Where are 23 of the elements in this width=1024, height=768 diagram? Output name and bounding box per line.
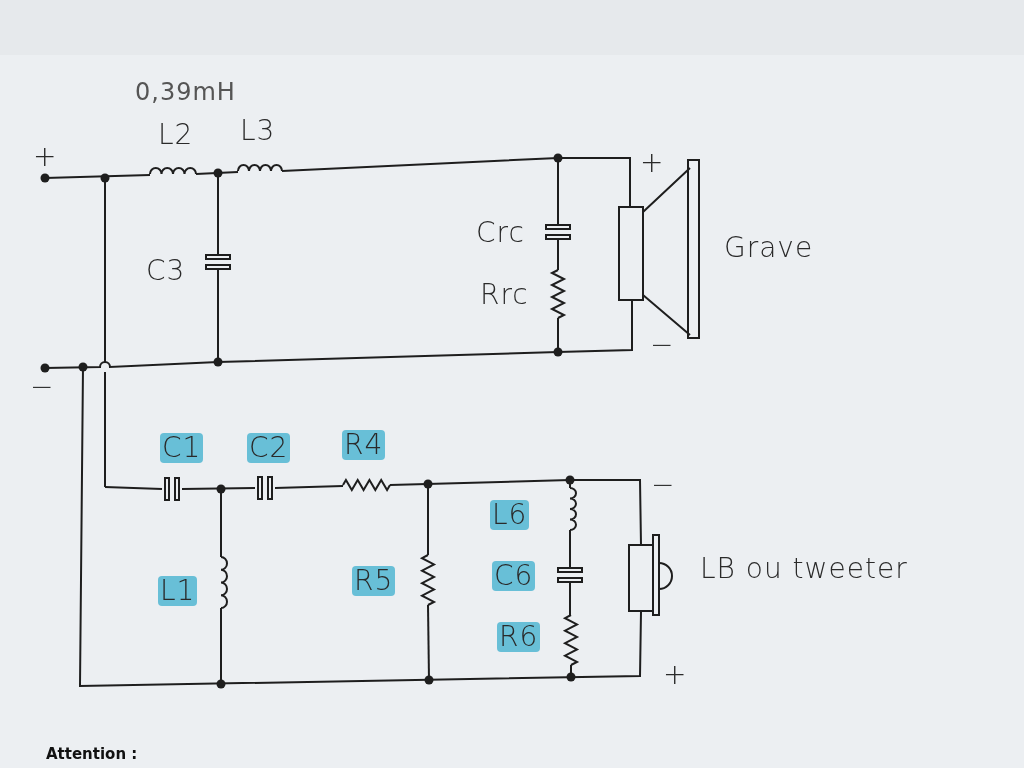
component-label: R6: [497, 622, 541, 652]
handwritten-value: 0,39mH: [135, 78, 236, 106]
component-label: +: [640, 148, 665, 178]
component-label: +: [33, 142, 58, 172]
component-label: L3: [240, 116, 276, 146]
component-label: L1: [158, 576, 198, 606]
component-label: C6: [492, 561, 536, 591]
component-label: C2: [247, 433, 291, 463]
component-label: +: [663, 660, 688, 690]
note-heading: Attention :: [46, 745, 138, 764]
component-label: R5: [352, 566, 396, 596]
component-label: L6: [490, 500, 530, 530]
component-label: −: [30, 372, 55, 402]
component-label: Grave: [724, 233, 814, 263]
component-label: Rrc: [480, 280, 529, 310]
component-label: L2: [158, 120, 194, 150]
component-label: LB ou tweeter: [700, 554, 908, 584]
component-label: Crc: [476, 218, 525, 248]
component-label: R4: [342, 430, 386, 460]
component-label: −: [651, 470, 676, 500]
component-label: C3: [146, 256, 186, 286]
component-label: −: [650, 330, 675, 360]
component-label: C1: [160, 433, 204, 463]
